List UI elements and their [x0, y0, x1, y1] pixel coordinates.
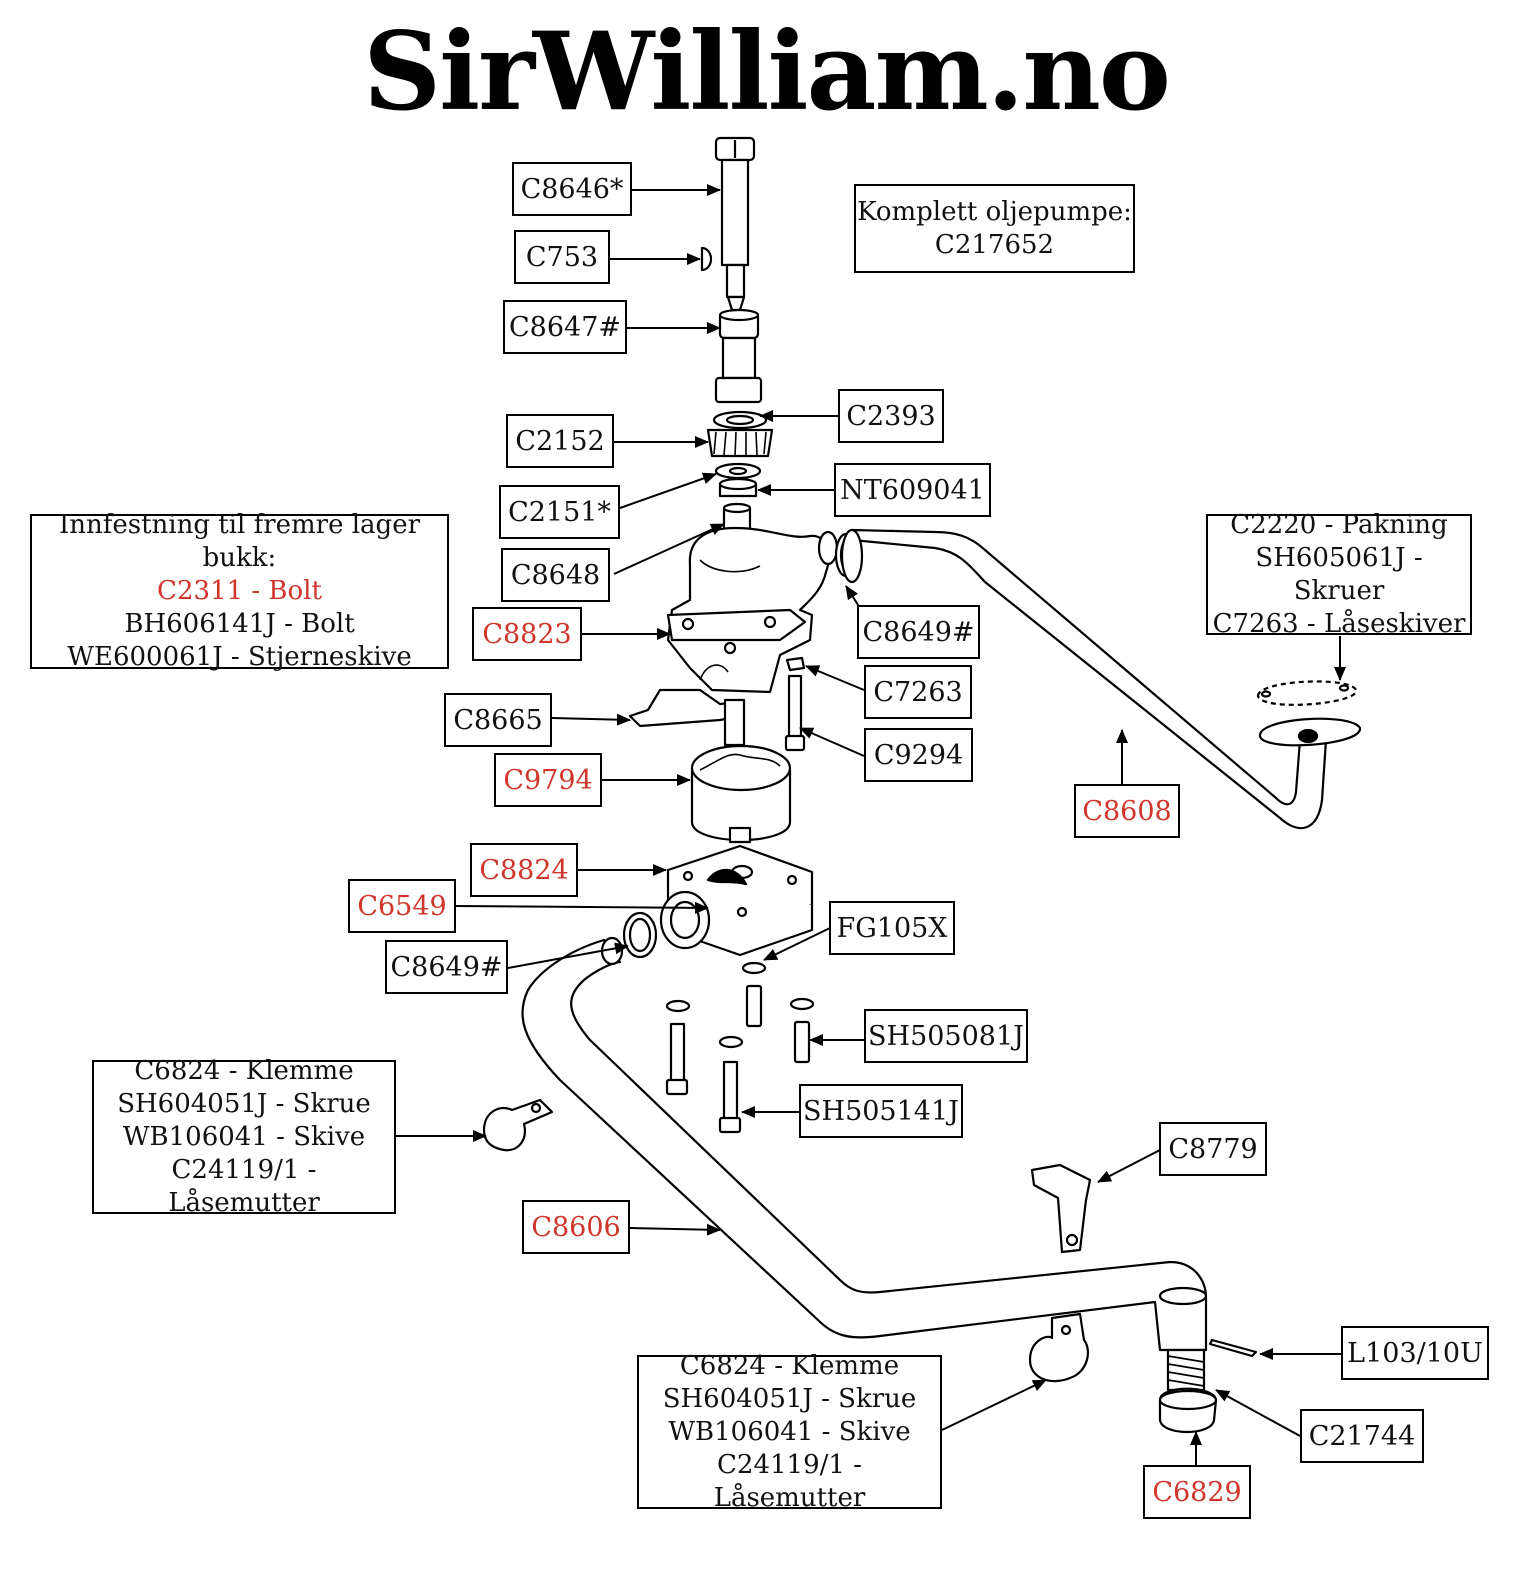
sleeve-part: [714, 308, 763, 404]
gasket-line-1: C2220 - Pakning: [1230, 509, 1448, 540]
label-c2393: C2393: [838, 389, 944, 443]
arrow-c8649-bottom: [507, 942, 629, 969]
label-nt609041: NT609041: [834, 463, 991, 517]
split-pin-part: [1208, 1338, 1258, 1358]
spring-washers-part: [665, 961, 815, 1049]
label-sh505141j: SH505141J: [799, 1084, 963, 1138]
label-c753: C753: [514, 230, 610, 284]
mounting-line-2: C2311 - Bolt: [157, 576, 322, 606]
bush-part: [722, 502, 752, 534]
gasket-line-2: SH605061J - Skruer: [1255, 542, 1423, 606]
label-c2152: C2152: [506, 414, 614, 468]
arrow-c2151: [619, 472, 717, 509]
arrow-fg105x: [763, 927, 831, 961]
nut-part: [718, 477, 758, 498]
clamp-upper-line-3: WB106041 - Skive: [122, 1121, 366, 1152]
label-c8647: C8647#: [503, 300, 627, 354]
label-l103: L103/10U: [1341, 1326, 1489, 1380]
clamp-lower-line-1: C6824 - Klemme: [679, 1350, 900, 1381]
drive-gear-part: [706, 428, 774, 458]
long-bolts-part: [665, 1022, 742, 1134]
clamp-lower-line-4: C24119/1 - Låsemutter: [713, 1449, 866, 1513]
clamp-upper-line-4: C24119/1 - Låsemutter: [168, 1154, 320, 1218]
complete-pump-note: Komplett oljepumpe: C217652: [854, 184, 1135, 273]
upper-clamp-part: [482, 1098, 554, 1152]
label-c7263: C7263: [864, 665, 972, 719]
lower-clamp-part: [1028, 1312, 1089, 1383]
arrow-c8606: [629, 1223, 721, 1236]
arrow-clamp-lower: [941, 1379, 1047, 1431]
mounting-note: Innfestning til fremre lager bukk: C2311…: [30, 510, 449, 672]
bottom-o-ring-part: [622, 911, 658, 959]
gasket-line-3: C7263 - Låseskiver: [1212, 608, 1466, 639]
label-c6549: C6549: [348, 879, 456, 933]
mounting-line-4: WE600061J - Stjerneskive: [67, 642, 412, 672]
clamp-upper-line-2: SH604051J - Skrue: [117, 1088, 371, 1119]
outlet-pipe-part: [840, 528, 1362, 830]
woodruff-key-part: [700, 246, 713, 272]
arrow-c9294: [799, 727, 865, 757]
label-c8606: C8606: [522, 1200, 630, 1254]
label-c8649-bottom: C8649#: [385, 940, 508, 994]
pipe-bracket-part: [1030, 1163, 1092, 1254]
label-c2151: C2151*: [499, 485, 620, 539]
arrow-c21744: [1215, 1389, 1301, 1437]
clamp-lower-line-3: WB106041 - Skive: [668, 1416, 911, 1447]
arrow-c6549: [455, 901, 709, 914]
arrow-c8649-top: [845, 585, 861, 609]
label-c8649-top: C8649#: [857, 605, 980, 659]
clamp-upper-line-1: C6824 - Klemme: [134, 1055, 354, 1086]
thrust-washer-part: [712, 410, 768, 430]
label-c9794: C9794: [494, 753, 602, 807]
suction-pipe-part: [521, 936, 1208, 1352]
long-bolt-part: [784, 674, 806, 752]
plain-washer-part: [714, 462, 762, 480]
clamp-upper-note: C6824 - Klemme SH604051J - Skrue WB10604…: [92, 1056, 396, 1218]
short-bolts-part: [745, 984, 811, 1064]
site-title: SirWilliam.no: [363, 9, 1171, 135]
label-c8665: C8665: [444, 693, 552, 747]
complete-pump-line-1: Komplett oljepumpe:: [857, 196, 1132, 227]
drive-shaft-part: [714, 136, 756, 312]
lock-washer-part: [785, 656, 806, 672]
mounting-line-1: Innfestning til fremre lager bukk:: [58, 510, 421, 573]
label-c8779: C8779: [1159, 1122, 1267, 1176]
rotor-part: [690, 698, 792, 844]
label-c21744: C21744: [1300, 1409, 1424, 1463]
label-c8823: C8823: [472, 607, 582, 661]
label-fg105x: FG105X: [829, 901, 955, 955]
inlet-boss-part: [659, 890, 711, 950]
gasket-note: C2220 - Pakning SH605061J - Skruer C7263…: [1206, 510, 1472, 639]
label-c8608: C8608: [1074, 784, 1180, 838]
mounting-line-3: BH606141J - Bolt: [124, 609, 355, 639]
label-c9294: C9294: [864, 728, 973, 782]
arrow-c8665: [551, 713, 631, 726]
label-c8646: C8646*: [512, 162, 632, 216]
strainer-part: [1158, 1348, 1218, 1434]
label-c6829: C6829: [1143, 1465, 1251, 1519]
clamp-lower-note: C6824 - Klemme SH604051J - Skrue WB10604…: [637, 1351, 942, 1513]
complete-pump-line-2: C217652: [934, 229, 1055, 260]
arrow-c8779: [1097, 1149, 1161, 1183]
gasket-part: [1256, 680, 1358, 706]
label-c8648: C8648: [501, 548, 610, 602]
arrow-c8648: [613, 523, 725, 575]
arrow-c7263: [805, 665, 865, 691]
clamp-lower-line-2: SH604051J - Skrue: [662, 1383, 917, 1414]
pump-body-part: [666, 526, 839, 694]
label-sh505081j: SH505081J: [864, 1009, 1028, 1063]
label-c8824: C8824: [470, 843, 578, 897]
